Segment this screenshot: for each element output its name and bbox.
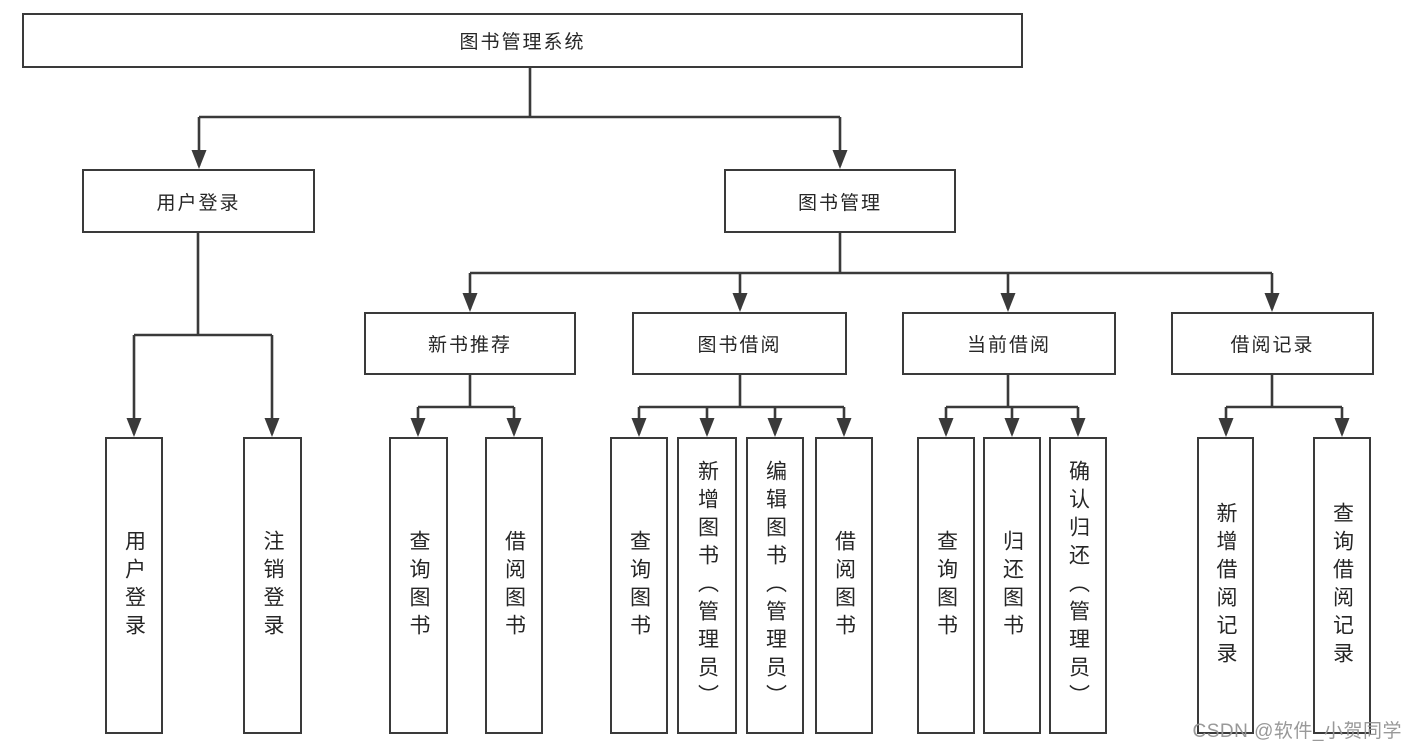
connector-user-login-children xyxy=(132,233,274,434)
node-label: 查询图书 xyxy=(407,529,430,642)
node-query-books-current: 查询图书 xyxy=(917,437,975,734)
node-return-book: 归还图书 xyxy=(983,437,1041,734)
connector-book-management-children xyxy=(468,233,1274,309)
arrowhead-icon xyxy=(264,418,280,437)
node-label: 借阅图书 xyxy=(832,529,856,642)
node-edit-book-admin: 编辑图书（管理员） xyxy=(746,437,804,734)
node-label: 确认归还（管理员） xyxy=(1066,459,1090,712)
arrowhead-icon xyxy=(506,418,522,437)
arrowheads xyxy=(126,150,1350,437)
arrowhead-icon xyxy=(631,418,647,437)
node-label: 注销登录 xyxy=(261,529,284,642)
connector-borrow-records-children xyxy=(1224,375,1344,434)
arrowhead-icon xyxy=(1334,418,1350,437)
node-label: 新增图书（管理员） xyxy=(695,459,719,712)
arrowhead-icon xyxy=(832,150,848,169)
arrowhead-icon xyxy=(732,293,748,312)
node-current-borrow: 当前借阅 xyxy=(902,312,1116,375)
node-logout-action: 注销登录 xyxy=(243,437,302,734)
node-user-login: 用户登录 xyxy=(82,169,315,233)
arrowhead-icon xyxy=(1218,418,1234,437)
node-root: 图书管理系统 xyxy=(22,13,1023,68)
node-add-borrow-record: 新增借阅记录 xyxy=(1197,437,1254,734)
node-book-management: 图书管理 xyxy=(724,169,956,233)
node-borrow-books-action: 借阅图书 xyxy=(815,437,873,734)
node-confirm-return-admin: 确认归还（管理员） xyxy=(1049,437,1107,734)
node-user-login-action: 用户登录 xyxy=(105,437,163,734)
arrowhead-icon xyxy=(462,293,478,312)
node-label: 查询图书 xyxy=(934,529,958,642)
node-label: 借阅图书 xyxy=(502,529,526,642)
node-borrow-records: 借阅记录 xyxy=(1171,312,1374,375)
node-query-books-recommend: 查询图书 xyxy=(389,437,448,734)
node-add-book-admin: 新增图书（管理员） xyxy=(677,437,737,734)
node-label: 归还图书 xyxy=(1000,529,1024,642)
arrowhead-icon xyxy=(1000,293,1016,312)
csdn-watermark: CSDN @软件_小贺同学 xyxy=(1192,721,1402,742)
node-label: 查询图书 xyxy=(627,529,651,642)
node-label: 查询借阅记录 xyxy=(1330,501,1354,670)
arrowhead-icon xyxy=(767,418,783,437)
connector-new-book-children xyxy=(416,375,516,434)
arrowhead-icon xyxy=(191,150,207,169)
connector-root-to-level2 xyxy=(197,68,842,166)
arrowhead-icon xyxy=(1070,418,1086,437)
node-new-book-recommend: 新书推荐 xyxy=(364,312,576,375)
arrowhead-icon xyxy=(126,418,142,437)
node-query-books-borrow: 查询图书 xyxy=(610,437,668,734)
arrowhead-icon xyxy=(410,418,426,437)
node-book-borrow: 图书借阅 xyxy=(632,312,847,375)
arrowhead-icon xyxy=(836,418,852,437)
connector-book-borrow-children xyxy=(637,375,846,434)
node-borrow-books-recommend: 借阅图书 xyxy=(485,437,543,734)
arrowhead-icon xyxy=(1004,418,1020,437)
node-label: 新增借阅记录 xyxy=(1214,501,1237,670)
arrowhead-icon xyxy=(699,418,715,437)
node-label: 编辑图书（管理员） xyxy=(763,459,787,712)
node-query-borrow-record: 查询借阅记录 xyxy=(1313,437,1371,734)
node-label: 用户登录 xyxy=(122,529,146,642)
arrowhead-icon xyxy=(938,418,954,437)
arrowhead-icon xyxy=(1264,293,1280,312)
